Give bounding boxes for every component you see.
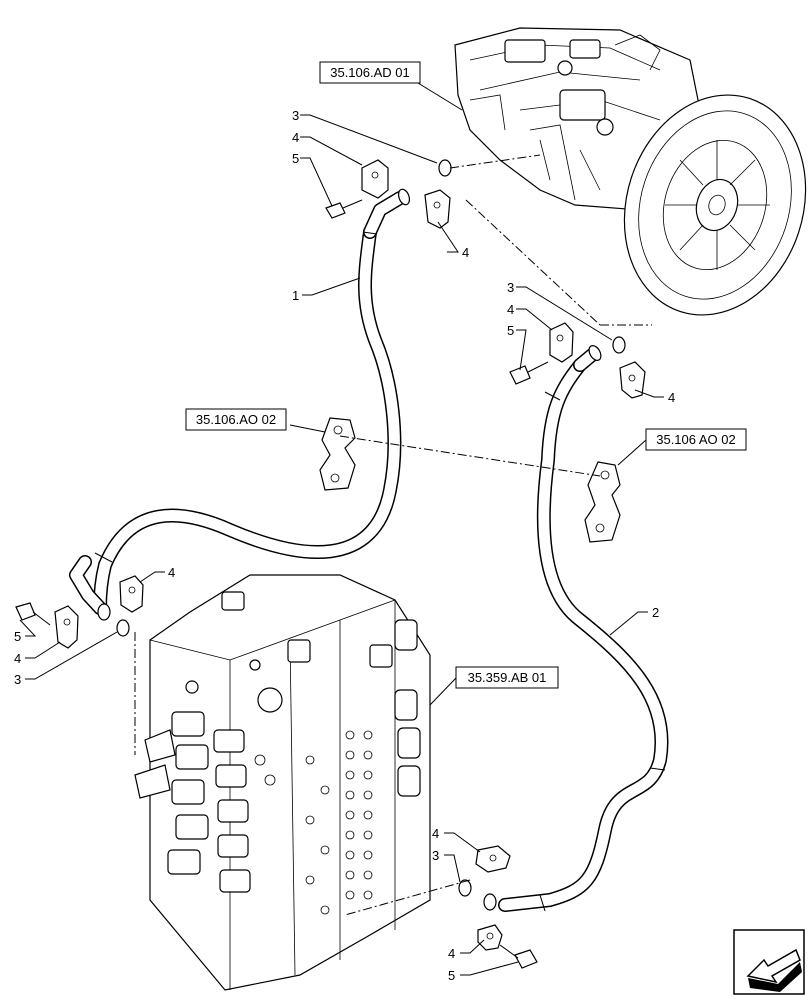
- hose-2: [483, 345, 669, 912]
- bolt: [15, 602, 36, 621]
- ref-bracket-right-text: 35.106 AO 02: [656, 432, 736, 447]
- callout-flange-half: 4: [448, 946, 455, 961]
- callout-o-ring: 3: [14, 672, 21, 687]
- callout-bolt: 5: [507, 323, 514, 338]
- flange-half: [475, 845, 511, 873]
- o-ring: [612, 336, 626, 354]
- callout-bolt: 5: [448, 968, 455, 983]
- callout-hose-2: 2: [652, 605, 659, 620]
- hydraulic-pump: [454, 27, 807, 316]
- control-valve: [134, 574, 431, 991]
- bracket-left: [319, 417, 356, 491]
- callout-flange-half: 4: [462, 245, 469, 260]
- o-ring: [116, 619, 130, 637]
- flange-half: [619, 361, 646, 399]
- bolt: [514, 949, 538, 969]
- callout-flange-half: 4: [432, 826, 439, 841]
- ref-box-bracket-right[interactable]: [645, 428, 747, 451]
- callout-o-ring: 3: [507, 280, 514, 295]
- flange-half: [54, 605, 79, 649]
- hose-1: [69, 188, 411, 621]
- callout-bolt: 5: [14, 629, 21, 644]
- ref-valve-text: 35.359.AB 01: [468, 670, 547, 685]
- bolt: [325, 202, 346, 219]
- ref-bracket-left-text: 35.106.AO 02: [196, 412, 276, 427]
- flange-half: [477, 924, 503, 951]
- callout-o-ring: 3: [292, 108, 299, 123]
- callout-flange-half: 4: [668, 390, 675, 405]
- flange-half: [119, 575, 144, 613]
- callout-hose-1: 1: [292, 288, 299, 303]
- flange-half: [361, 159, 389, 199]
- callout-flange-half: 4: [507, 302, 514, 317]
- callout-flange-half: 4: [14, 651, 21, 666]
- ref-box-valve[interactable]: [455, 666, 559, 689]
- callout-flange-half: 4: [168, 565, 175, 580]
- callout-flange-half: 4: [292, 130, 299, 145]
- leader-lines: [19, 82, 664, 976]
- bracket-right: [584, 461, 621, 543]
- o-ring: [458, 879, 472, 897]
- flange-half: [549, 322, 574, 363]
- o-ring: [438, 159, 452, 177]
- callout-bolt: 5: [292, 151, 299, 166]
- arrow-icon[interactable]: [733, 929, 805, 995]
- ref-box-pump[interactable]: [319, 61, 421, 84]
- ref-box-bracket-left[interactable]: [185, 408, 287, 431]
- callout-o-ring: 3: [432, 848, 439, 863]
- flange-half: [424, 189, 451, 229]
- ref-pump-text: 35.106.AD 01: [330, 65, 410, 80]
